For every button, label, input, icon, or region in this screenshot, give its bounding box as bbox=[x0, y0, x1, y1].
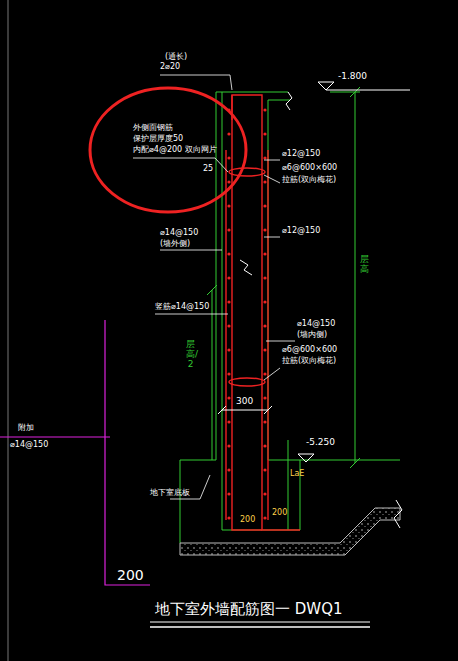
annotation-label: 地下室底板 bbox=[150, 489, 190, 498]
annotation-label: ⌀14@150 bbox=[297, 320, 335, 329]
annotation-label: 保护层厚度50 bbox=[133, 135, 183, 144]
annotation-label: 拉筋(双向梅花) bbox=[282, 357, 336, 366]
annotation-label: 外侧面钢筋 bbox=[133, 124, 173, 133]
annotation-label: 附加 bbox=[18, 424, 34, 433]
annotation-label: ⌀12@150 bbox=[282, 227, 320, 236]
annotation-label: LaE bbox=[290, 470, 304, 479]
annotation-label: 200 bbox=[117, 568, 144, 583]
annotation-label: 25 bbox=[203, 165, 213, 174]
annotation-label: 200 bbox=[272, 509, 287, 518]
annotation-label: (通长) bbox=[165, 53, 187, 62]
annotation-label: 竖筋⌀14@150 bbox=[155, 303, 209, 312]
annotation-label: 2⌀20 bbox=[160, 63, 180, 72]
annotation-label: -1.800 bbox=[338, 72, 367, 82]
annotation-label: 拉筋(双向梅花) bbox=[282, 176, 336, 185]
annotation-label: 内配⌀4@200 双向网片 bbox=[133, 146, 217, 155]
annotation-label: -5.250 bbox=[306, 438, 335, 448]
annotation-label: ⌀12@150 bbox=[282, 150, 320, 159]
drawing-title: 地下室外墙配筋图一 DWQ1 bbox=[155, 601, 343, 618]
annotation-label: (墙内侧) bbox=[297, 331, 327, 340]
annotation-label: ⌀6@600×600 bbox=[282, 164, 337, 173]
dimension-text: 层高/2 bbox=[186, 340, 195, 370]
annotation-label: ⌀6@600×600 bbox=[282, 346, 337, 355]
annotation-label: ⌀14@150 bbox=[160, 229, 198, 238]
annotation-label: 200 bbox=[240, 516, 255, 525]
annotation-label: ⌀14@150 bbox=[10, 441, 48, 450]
annotation-label: 300 bbox=[236, 397, 253, 407]
dimension-text: 层高 bbox=[360, 255, 369, 275]
annotation-label: (墙外侧) bbox=[160, 240, 190, 249]
